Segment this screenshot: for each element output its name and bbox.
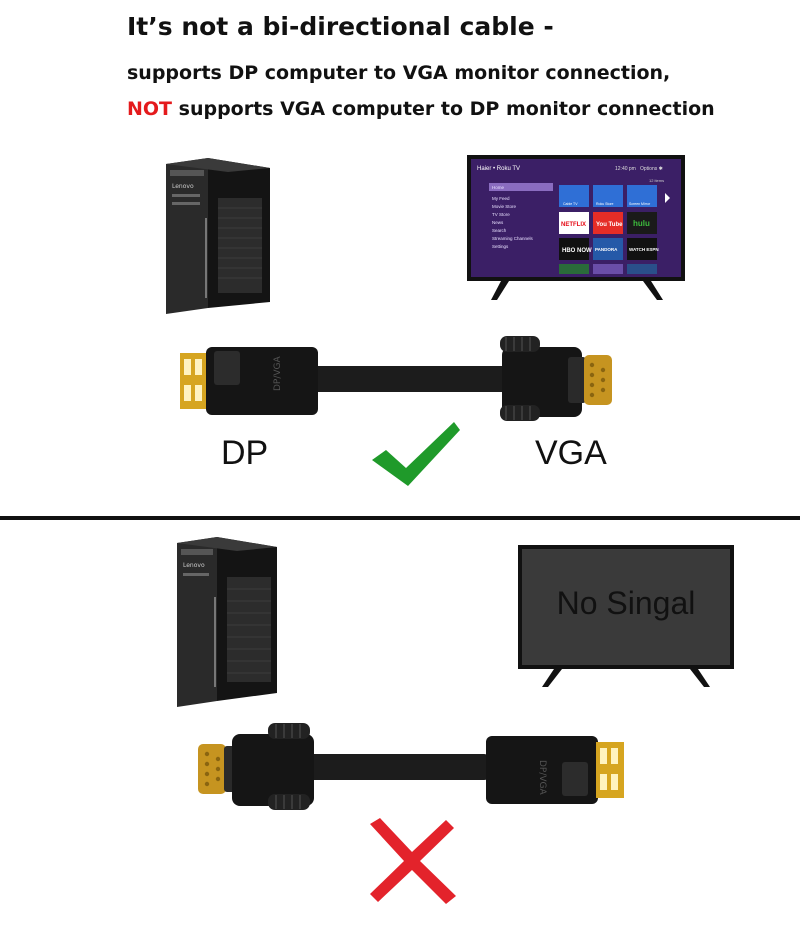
tv-menu-myfeed: My Feed xyxy=(492,196,510,201)
tile-cable-tv: Cable TV xyxy=(563,202,578,206)
tv-options: Options ✱ xyxy=(640,166,663,172)
pc-brand-label: Lenovo xyxy=(183,562,205,569)
cross-icon xyxy=(370,818,456,904)
tv-item-count: 12 items xyxy=(649,178,664,183)
tv-menu-moviestore: Movie Store xyxy=(492,204,517,209)
tile-netflix: NETFLIX xyxy=(561,222,586,228)
tile-roku-store: Roku Store xyxy=(596,202,614,206)
tv-menu-tvstore: TV Store xyxy=(492,212,510,217)
not-supports-line: NOT supports VGA computer to DP monitor … xyxy=(127,98,715,120)
tile-youtube: You Tube xyxy=(596,222,623,228)
pc-tower-icon: Lenovo xyxy=(177,537,277,707)
tile-hulu: hulu xyxy=(633,219,650,228)
pc-tower-icon: Lenovo xyxy=(166,158,270,314)
cable-embossed-text: DP/VGA xyxy=(537,760,547,796)
no-signal-monitor xyxy=(518,545,734,687)
tv-time: 12:40 pm xyxy=(615,166,636,172)
headline: It’s not a bi-directional cable - xyxy=(127,12,554,41)
tv-brand: Haier • Roku TV xyxy=(477,166,520,172)
check-icon xyxy=(372,422,460,486)
vga-to-dp-cable: DP/VGA xyxy=(198,723,624,810)
tv-menu-home: Home xyxy=(492,185,505,190)
not-supports-rest: supports VGA computer to DP monitor conn… xyxy=(172,98,715,120)
tv-menu-streaming: Streaming Channels xyxy=(492,236,534,241)
pc-brand-label: Lenovo xyxy=(172,183,194,190)
not-word: NOT xyxy=(127,98,173,120)
tile-screen-mirror: Screen Mirror xyxy=(629,202,651,206)
dp-label: DP xyxy=(221,434,269,472)
tv-menu-search: Search xyxy=(492,228,507,233)
tv-menu-news: News xyxy=(492,220,504,225)
vga-label: VGA xyxy=(535,434,607,472)
tile-watch-espn: WATCH ESPN xyxy=(629,247,659,252)
tv-menu-settings: Settings xyxy=(492,244,509,249)
tile-pandora: PANDORA xyxy=(595,247,618,252)
section-divider xyxy=(0,516,800,520)
tile-hbo-now: HBO NOW xyxy=(562,248,592,254)
roku-tv-monitor: Haier • Roku TV 12:40 pm Options ✱ 12 it… xyxy=(467,155,685,300)
cable-embossed-text: DP/VGA xyxy=(273,355,283,391)
supports-line: supports DP computer to VGA monitor conn… xyxy=(127,62,671,84)
no-signal-text: No Singal xyxy=(556,585,696,621)
dp-to-vga-cable: DP/VGA xyxy=(180,336,612,421)
